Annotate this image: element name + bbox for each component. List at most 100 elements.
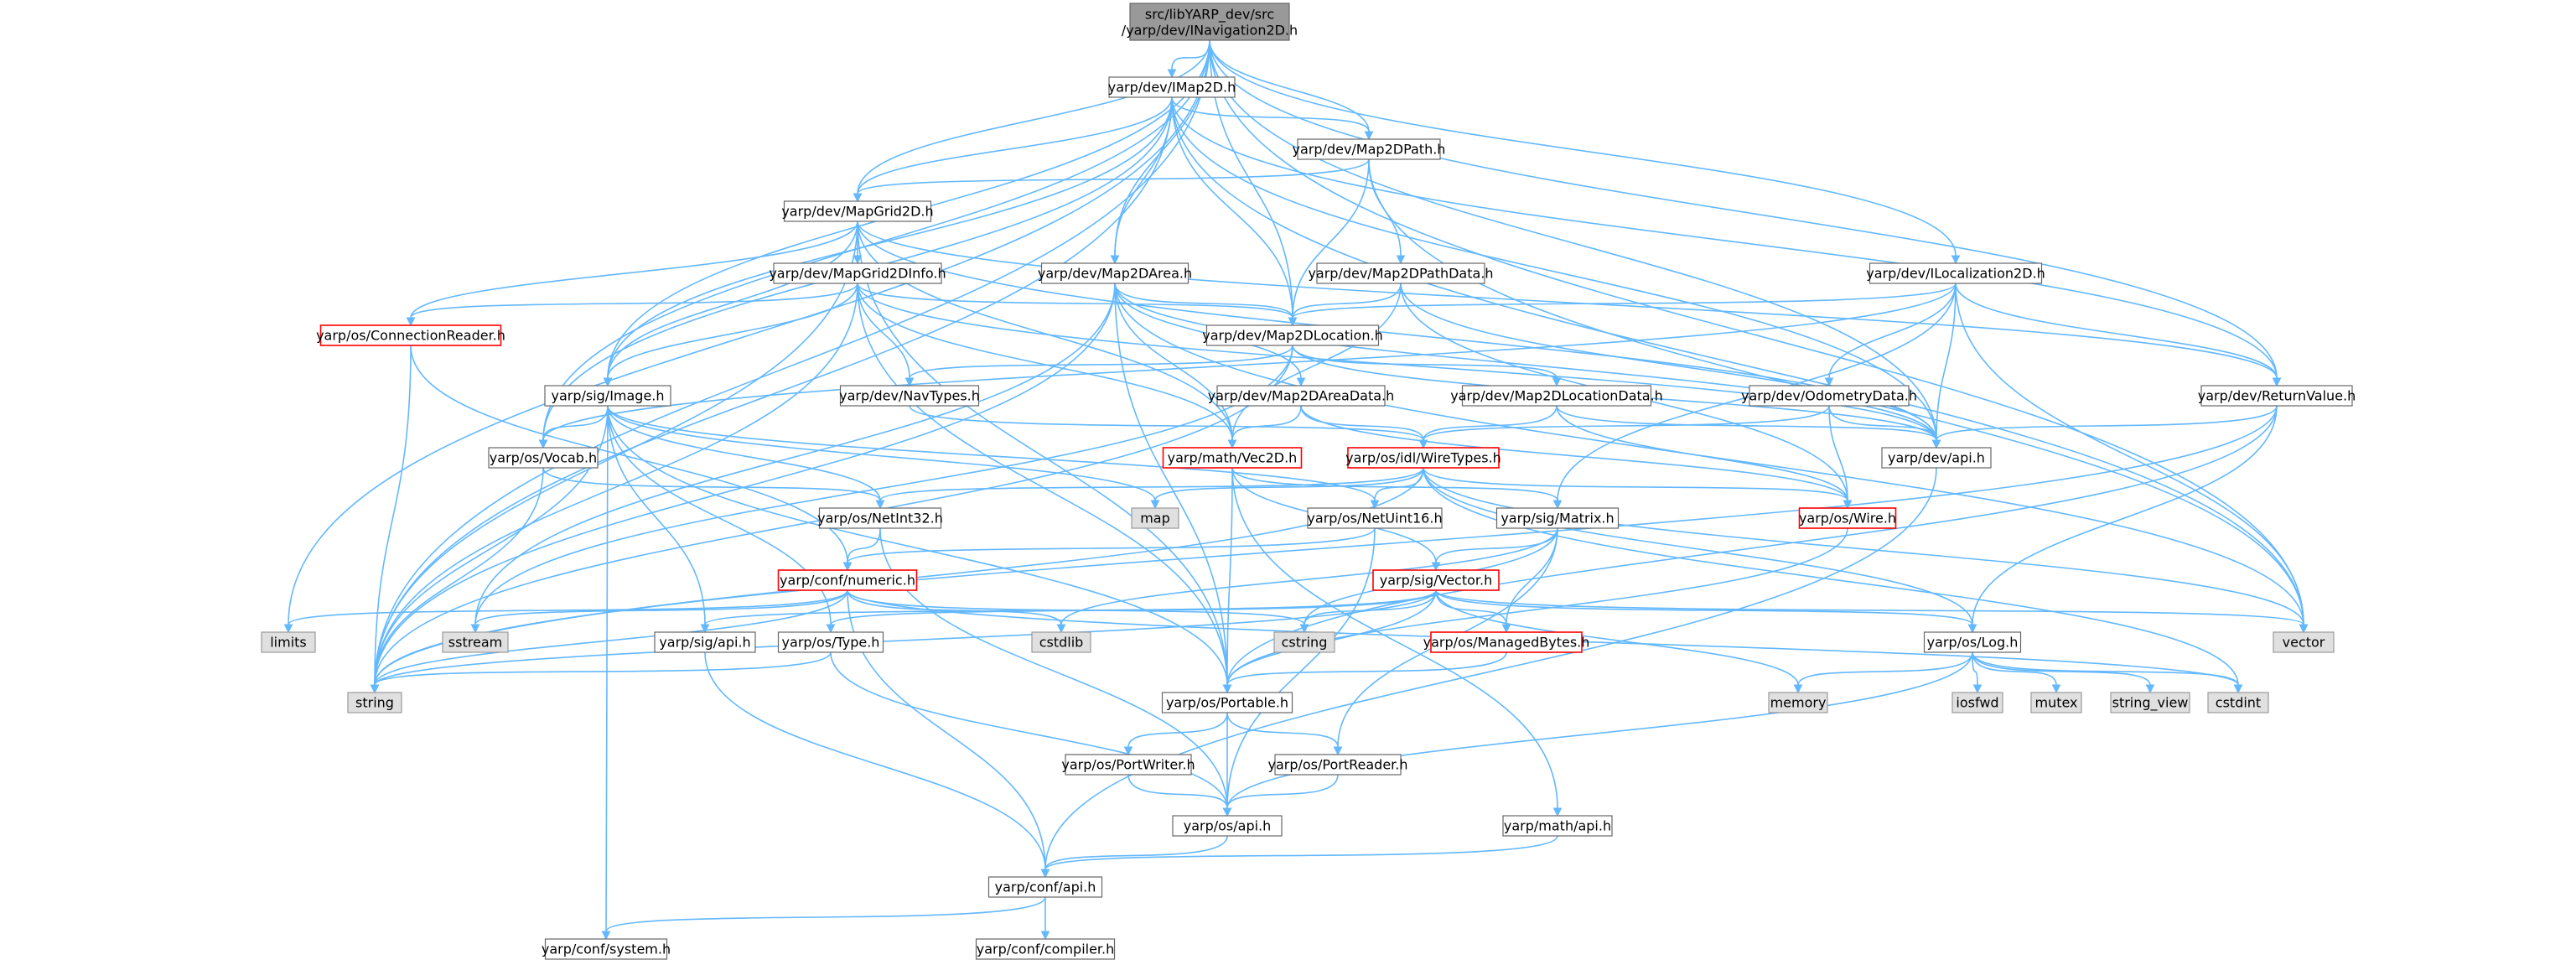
node-map2dlocationdata[interactable]: yarp/dev/Map2DLocationData.h bbox=[1450, 385, 1663, 407]
edge-arrowhead bbox=[2051, 684, 2061, 694]
node-portwriter[interactable]: yarp/os/PortWriter.h bbox=[1061, 754, 1195, 776]
edge-line bbox=[288, 39, 1210, 625]
edge-line bbox=[1435, 589, 1507, 625]
node-sigapi[interactable]: yarp/sig/api.h bbox=[654, 631, 756, 653]
node-box bbox=[2200, 385, 2353, 407]
edge-line bbox=[607, 405, 706, 625]
edge-arrowhead bbox=[1824, 377, 1834, 387]
node-wire[interactable]: yarp/os/Wire.h bbox=[1798, 507, 1897, 529]
edge-numeric-to-sstream bbox=[470, 589, 848, 634]
node-map2dpathdata[interactable]: yarp/dev/Map2DPathData.h bbox=[1308, 262, 1494, 284]
edge-line bbox=[847, 589, 1062, 625]
node-root[interactable]: src/libYARP_dev/src/yarp/dev/INavigation… bbox=[1122, 3, 1298, 41]
node-box bbox=[777, 631, 884, 653]
node-label: yarp/os/PortReader.h bbox=[1267, 757, 1407, 773]
edge-vec2d-to-mathapi bbox=[1231, 467, 1563, 817]
node-label: yarp/dev/Map2DArea.h bbox=[1038, 266, 1192, 282]
node-netint32[interactable]: yarp/os/NetInt32.h bbox=[817, 507, 943, 529]
edge-line bbox=[1171, 39, 1210, 70]
edge-line bbox=[374, 589, 848, 686]
edge-line bbox=[1154, 467, 1424, 501]
node-map2dpath[interactable]: yarp/dev/Map2DPath.h bbox=[1293, 138, 1446, 160]
node-confsystem[interactable]: yarp/conf/system.h bbox=[542, 938, 671, 960]
node-label: yarp/dev/MapGrid2DInfo.h bbox=[769, 266, 946, 282]
node-devapi[interactable]: yarp/dev/api.h bbox=[1881, 447, 1992, 469]
node-label: yarp/os/Log.h bbox=[1927, 635, 2019, 651]
edge-line bbox=[374, 96, 1173, 686]
edge-confapi-to-confcompiler bbox=[1040, 897, 1050, 941]
node-label: yarp/dev/Map2DLocation.h bbox=[1202, 328, 1382, 344]
edge-confapi-to-confsystem bbox=[601, 896, 1046, 941]
node-managedbytes[interactable]: yarp/os/ManagedBytes.h bbox=[1423, 631, 1590, 653]
node-portreader[interactable]: yarp/os/PortReader.h bbox=[1267, 754, 1408, 776]
node-confapi[interactable]: yarp/conf/api.h bbox=[987, 876, 1103, 898]
edge-arrowhead bbox=[1123, 746, 1133, 756]
edge-arrowhead bbox=[370, 684, 380, 694]
edge-arrowhead bbox=[1931, 439, 1941, 449]
node-vocab[interactable]: yarp/os/Vocab.h bbox=[488, 447, 599, 469]
edge-line bbox=[1972, 405, 2278, 625]
edge-sigimage-to-vocab bbox=[538, 405, 609, 449]
node-box bbox=[1108, 76, 1236, 98]
node-box bbox=[544, 938, 668, 960]
edge-arrowhead bbox=[1150, 500, 1160, 510]
node-label: yarp/os/api.h bbox=[1184, 818, 1272, 834]
node-map2dlocation[interactable]: yarp/dev/Map2DLocation.h bbox=[1202, 324, 1383, 346]
node-ilocalization2d[interactable]: yarp/dev/ILocalization2D.h bbox=[1866, 262, 2045, 284]
node-label: mutex bbox=[2034, 695, 2077, 711]
node-imap2d[interactable]: yarp/dev/IMap2D.h bbox=[1108, 76, 1236, 98]
node-label: /yarp/dev/INavigation2D.h bbox=[1122, 23, 1298, 39]
edge-sigvector-to-vector bbox=[1435, 589, 2309, 634]
edge-sigapi-to-confapi bbox=[704, 651, 1050, 879]
node-mutex: mutex bbox=[2030, 692, 2082, 713]
node-map2darea[interactable]: yarp/dev/Map2DArea.h bbox=[1038, 262, 1192, 284]
edge-arrowhead bbox=[1227, 439, 1237, 449]
node-portable[interactable]: yarp/os/Portable.h bbox=[1161, 692, 1293, 713]
edge-ilocalization2d-to-map2dlocation bbox=[1288, 283, 1957, 327]
node-oslog[interactable]: yarp/os/Log.h bbox=[1923, 631, 2022, 653]
node-connectionreader[interactable]: yarp/os/ConnectionReader.h bbox=[316, 324, 505, 346]
node-box bbox=[1430, 631, 1583, 653]
edge-arrowhead bbox=[1396, 255, 1406, 265]
node-odometrydata[interactable]: yarp/dev/OdometryData.h bbox=[1741, 385, 1917, 407]
edge-line bbox=[1368, 158, 1402, 257]
edge-line bbox=[857, 283, 1233, 441]
edge-arrowhead bbox=[1972, 684, 1983, 694]
edge-line bbox=[288, 589, 848, 625]
node-box bbox=[1274, 754, 1402, 776]
edge-line bbox=[909, 405, 1424, 441]
node-label: yarp/dev/OdometryData.h bbox=[1741, 388, 1917, 404]
node-osapi[interactable]: yarp/os/api.h bbox=[1172, 815, 1283, 837]
edge-imap2d-to-mapgrid2d bbox=[853, 96, 1173, 203]
edge-line bbox=[1171, 96, 1293, 319]
node-sigmatrix[interactable]: yarp/sig/Matrix.h bbox=[1495, 507, 1620, 529]
edge-line bbox=[1435, 589, 1799, 686]
edge-arrowhead bbox=[1040, 931, 1050, 941]
node-sigvector[interactable]: yarp/sig/Vector.h bbox=[1372, 569, 1500, 591]
node-mathapi[interactable]: yarp/math/api.h bbox=[1502, 815, 1613, 837]
edge-line bbox=[1171, 96, 2304, 625]
edge-root-to-string bbox=[370, 39, 1210, 694]
node-label: yarp/dev/Map2DPath.h bbox=[1293, 142, 1446, 158]
edge-line bbox=[1955, 283, 2304, 625]
edge-line bbox=[1435, 589, 2304, 625]
node-mapgrid2dinfo[interactable]: yarp/dev/MapGrid2DInfo.h bbox=[769, 262, 946, 284]
edge-map2dareadata-to-vec2d bbox=[1227, 405, 1302, 449]
edge-arrowhead bbox=[1501, 624, 1511, 634]
node-netuint16[interactable]: yarp/os/NetUint16.h bbox=[1307, 507, 1443, 529]
node-navtypes[interactable]: yarp/dev/NavTypes.h bbox=[839, 385, 980, 407]
node-box bbox=[1205, 324, 1380, 346]
node-wiretypes[interactable]: yarp/os/idl/WireTypes.h bbox=[1345, 447, 1501, 469]
edge-line bbox=[1955, 283, 2278, 379]
node-box bbox=[1297, 138, 1441, 160]
node-numeric[interactable]: yarp/conf/numeric.h bbox=[777, 569, 918, 591]
node-returnvalue[interactable]: yarp/dev/ReturnValue.h bbox=[2198, 385, 2356, 407]
edge-arrowhead bbox=[601, 931, 611, 941]
node-sigimage[interactable]: yarp/sig/Image.h bbox=[544, 385, 671, 407]
node-map2dareadata[interactable]: yarp/dev/Map2DAreaData.h bbox=[1208, 385, 1395, 407]
node-confcompiler[interactable]: yarp/conf/compiler.h bbox=[975, 938, 1116, 960]
node-mapgrid2d[interactable]: yarp/dev/MapGrid2D.h bbox=[781, 200, 934, 222]
node-ostype[interactable]: yarp/os/Type.h bbox=[777, 631, 884, 653]
edge-line bbox=[1423, 405, 1830, 441]
node-vec2d[interactable]: yarp/math/Vec2D.h bbox=[1162, 447, 1303, 469]
